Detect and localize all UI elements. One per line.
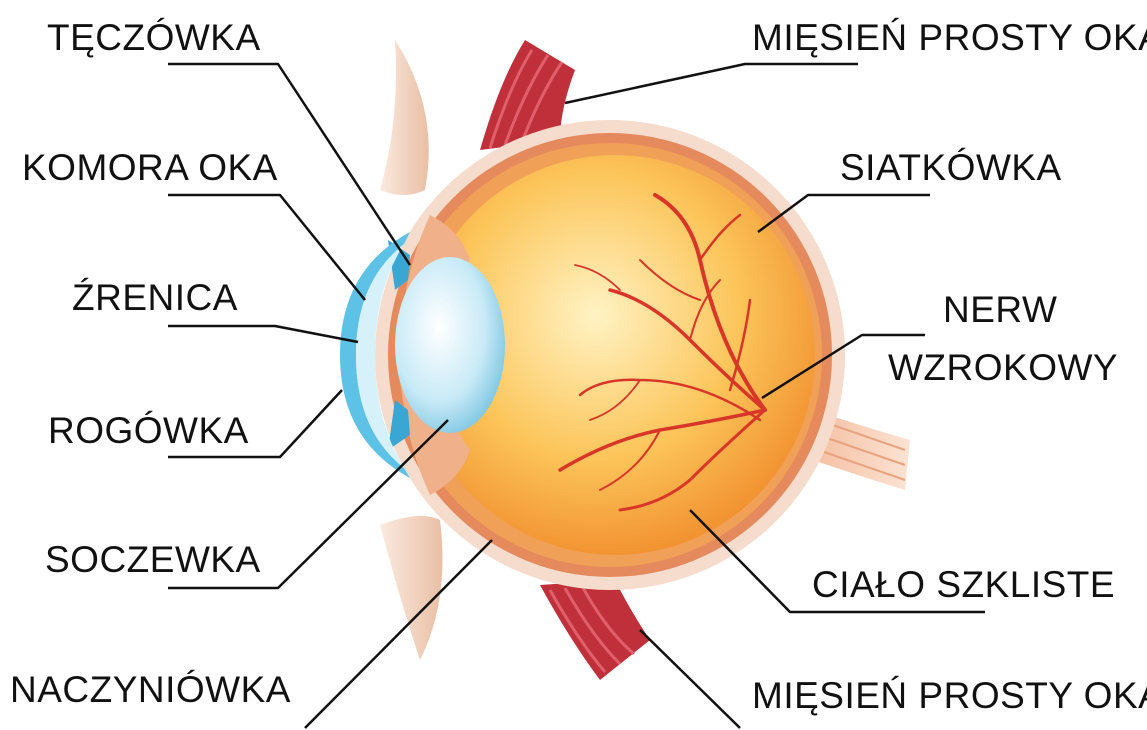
leader-pupil [168,326,358,342]
leader-muscle-top [565,64,858,103]
lower-eyelid [380,516,443,660]
label-cornea: ROGÓWKA [48,410,249,451]
label-vitreous: CIAŁO SZKLISTE [812,564,1115,605]
label-chamber: KOMORA OKA [22,147,278,188]
label-optic-nerve-line1: NERW [943,289,1057,330]
label-pupil: ŹRENICA [72,277,238,318]
leader-muscle-bottom [640,630,740,728]
label-choroid: NACZYNIÓWKA [10,669,291,710]
label-optic-nerve-line2: WZROKOWY [888,347,1118,388]
label-muscle-top: MIĘSIEŃ PROSTY OKA [752,17,1147,58]
lens [395,257,505,433]
label-lens: SOCZEWKA [45,539,261,580]
upper-eyelid [380,40,429,195]
rectus-muscle-bottom [540,580,650,680]
label-retina: SIATKÓWKA [840,147,1062,188]
label-muscle-bottom: MIĘSIEŃ PROSTY OKA [752,675,1147,716]
label-iris: TĘCZÓWKA [47,17,261,58]
